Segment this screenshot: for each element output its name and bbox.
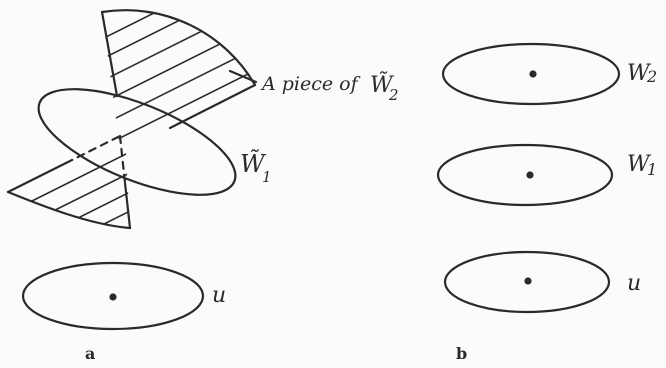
piece-label-prefix: A piece of: [260, 73, 361, 95]
disc-w1-tilde: [37, 88, 237, 196]
w1-label: W 1: [627, 152, 657, 179]
w2-sub: 2: [646, 67, 657, 86]
w1-tilde-sub: 1: [262, 168, 272, 186]
w2-symbol: W: [627, 61, 652, 86]
disc-u-a: [21, 261, 205, 331]
lower-wedge: [6, 152, 132, 230]
disc-w2: [441, 42, 621, 106]
disc-u-b: [443, 250, 611, 314]
piece-label-sub: 2: [388, 86, 399, 104]
w1-symbol: W: [627, 152, 652, 177]
hidden-edges: [64, 134, 127, 185]
piece-leader-line: [228, 69, 258, 84]
piece-of-w2-label: A piece of W̃ 2: [260, 72, 399, 104]
caption-a: a: [85, 344, 95, 363]
u-label-b: u: [627, 271, 641, 296]
w1-tilde-label: W̃ 1: [240, 150, 272, 186]
piece-label-symbol: W̃: [370, 72, 395, 98]
u-label-a: u: [212, 283, 226, 308]
caption-b: b: [456, 344, 467, 363]
panel-b: W 2 W 1 u b: [436, 42, 657, 363]
w1-tilde-symbol: W̃: [240, 150, 267, 178]
w2-label: W 2: [627, 61, 657, 86]
disc-w1: [436, 143, 614, 207]
center-point-w1: [526, 171, 534, 179]
center-point-w2: [529, 70, 537, 78]
center-point-u-b: [524, 277, 532, 285]
lower-wedge-hatching: [8, 152, 130, 228]
center-point-u-a: [109, 293, 117, 301]
panel-a: A piece of W̃ 2 W̃ 1 u a: [6, 9, 399, 363]
w1-sub: 1: [647, 160, 657, 179]
